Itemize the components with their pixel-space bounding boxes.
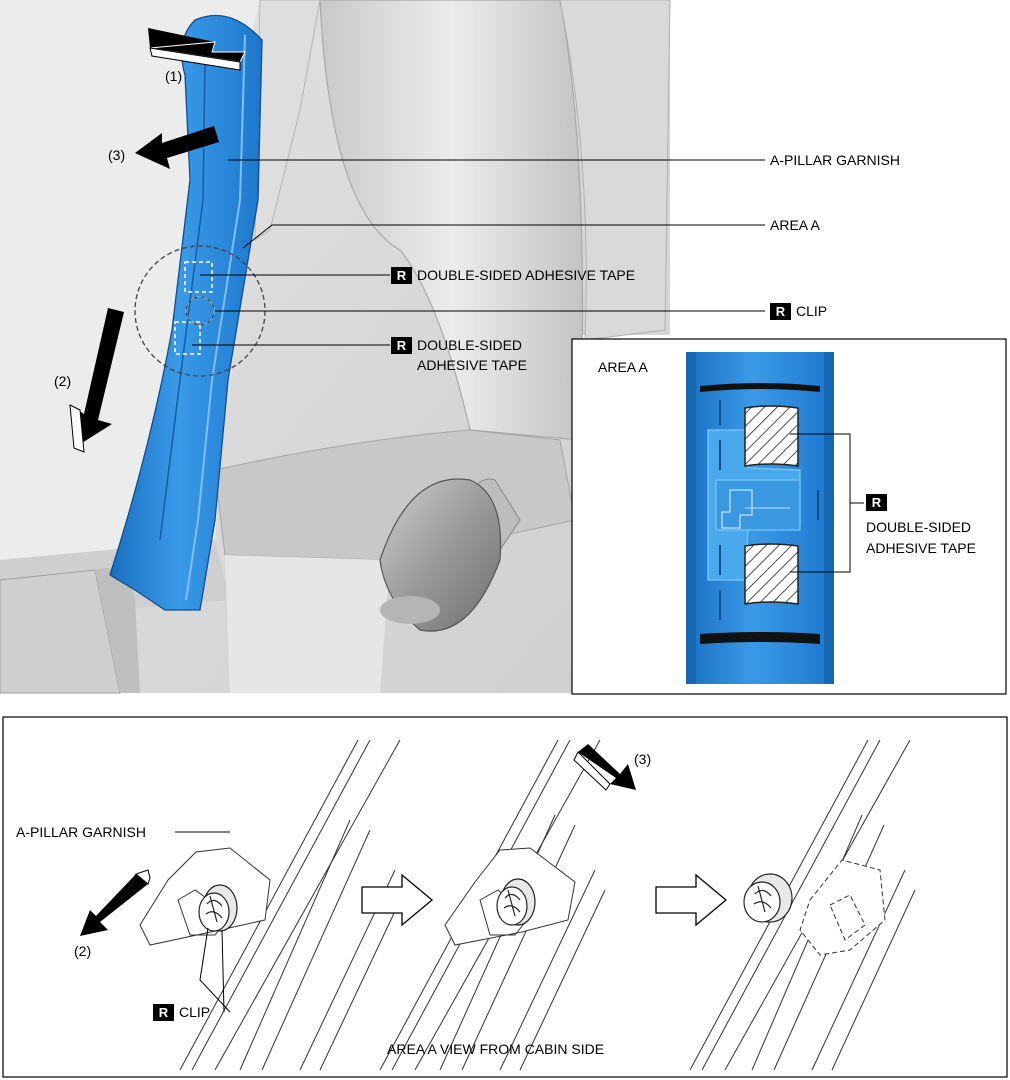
replace-badge: R bbox=[391, 337, 412, 354]
arrow-step-2 bbox=[69, 308, 124, 453]
tape-lower-line2: ADHESIVE TAPE bbox=[417, 357, 527, 373]
bottom-a-pillar-garnish-label: A-PILLAR GARNISH bbox=[16, 824, 146, 840]
next-step-arrow-2 bbox=[655, 873, 728, 927]
arrow-step-3-bottom bbox=[573, 744, 636, 791]
bottom-caption: AREA A VIEW FROM CABIN SIDE bbox=[387, 1041, 605, 1057]
tape-lower-label: R DOUBLE-SIDED bbox=[391, 337, 522, 354]
tape-upper-label: R DOUBLE-SIDED ADHESIVE TAPE bbox=[391, 267, 635, 284]
arrow-step-1 bbox=[148, 28, 246, 71]
bottom-clip-text: CLIP bbox=[179, 1004, 211, 1020]
inset-tape-line2: ADHESIVE TAPE bbox=[866, 540, 976, 556]
bottom-clip-label: R CLIP bbox=[153, 1004, 210, 1021]
inset-title: AREA A bbox=[598, 359, 648, 375]
tape-upper-text: DOUBLE-SIDED ADHESIVE TAPE bbox=[417, 267, 636, 283]
arrow-step-2-bottom bbox=[80, 869, 151, 936]
a-pillar-garnish-label: A-PILLAR GARNISH bbox=[770, 152, 900, 168]
area-a-label: AREA A bbox=[770, 217, 820, 233]
replace-badge: R bbox=[391, 267, 412, 284]
replace-badge: R bbox=[866, 494, 887, 511]
inset-replace-badge-wrap: R bbox=[866, 494, 892, 511]
clip-text: CLIP bbox=[796, 303, 828, 319]
step-2-label: (2) bbox=[54, 373, 72, 389]
bottom-step-3-label: (3) bbox=[634, 751, 652, 767]
area-a-inset bbox=[571, 338, 1007, 695]
bottom-panel bbox=[2, 716, 1008, 1078]
replace-badge: R bbox=[153, 1004, 174, 1021]
view-3-clip-removed bbox=[689, 739, 916, 1071]
next-step-arrow-1 bbox=[361, 873, 434, 927]
step-3-label: (3) bbox=[108, 147, 126, 163]
clip-part-view-2 bbox=[496, 878, 536, 926]
clip-part-view-1 bbox=[198, 884, 238, 932]
inset-tape-line1: DOUBLE-SIDED bbox=[866, 519, 972, 535]
clip-label: R CLIP bbox=[770, 303, 827, 320]
bottom-step-2-label: (2) bbox=[74, 943, 92, 959]
step-1-label: (1) bbox=[165, 68, 183, 84]
replace-badge: R bbox=[770, 303, 791, 320]
clip-part-removed bbox=[743, 873, 793, 923]
tape-lower-line1: DOUBLE-SIDED bbox=[417, 337, 523, 353]
top-illustration bbox=[0, 0, 765, 694]
arrow-step-3 bbox=[135, 126, 219, 169]
